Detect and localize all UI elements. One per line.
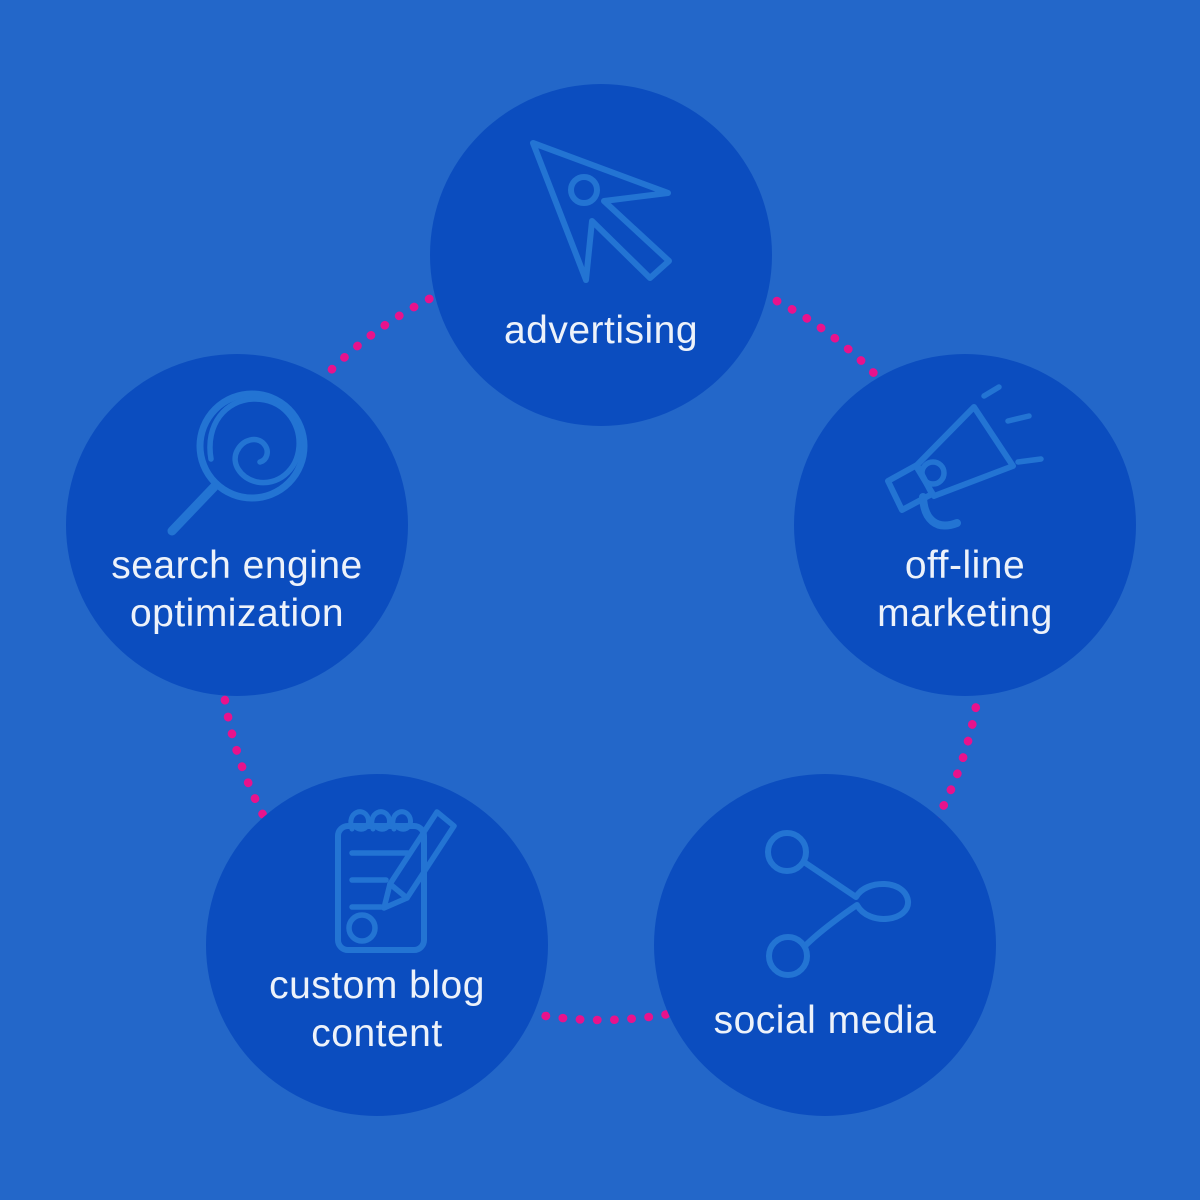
node-off-line-marketing: off-line marketing	[794, 354, 1136, 696]
node-label: social media	[714, 999, 937, 1042]
node-label-line-2: optimization	[130, 592, 344, 635]
node-circle	[206, 774, 548, 1116]
node-circle	[654, 774, 996, 1116]
node-advertising: advertising	[430, 84, 772, 426]
node-social-media: social media	[654, 774, 996, 1116]
cursor-icon	[530, 140, 672, 283]
magnifier-icon	[167, 390, 308, 536]
node-label-line-2: marketing	[877, 592, 1053, 635]
node-label-line-2: content	[311, 1012, 442, 1055]
node-label-line-1: off-line	[905, 544, 1025, 587]
node-circle	[66, 354, 408, 696]
node-circle	[430, 84, 772, 426]
node-label-line-1: search engine	[111, 544, 363, 587]
node-custom-blog-content: custom blog content	[206, 774, 548, 1116]
notepad-pencil-icon	[335, 809, 457, 953]
share-icon	[765, 830, 911, 978]
node-search-engine-optimization: search engine optimization	[66, 354, 408, 696]
node-circle	[794, 354, 1136, 696]
megaphone-icon	[885, 384, 1044, 530]
node-label-line-1: custom blog	[269, 964, 485, 1007]
node-label: advertising	[504, 309, 698, 352]
